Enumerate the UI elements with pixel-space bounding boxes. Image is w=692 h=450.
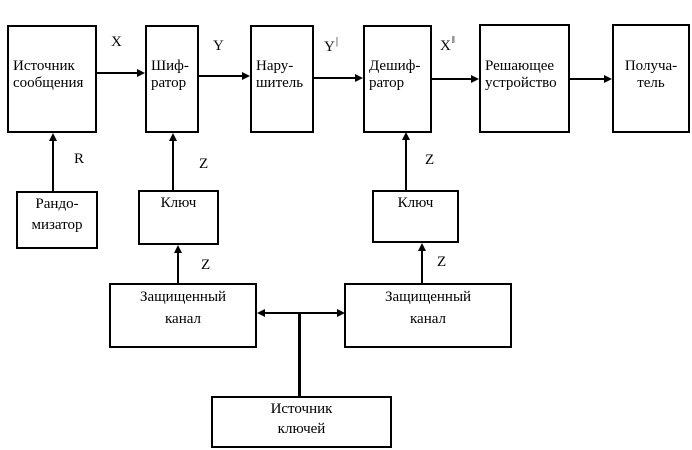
arrowhead-up-icon — [402, 132, 410, 140]
box-randomizer: Рандо- мизатор — [16, 191, 98, 249]
box-encryptor: Шиф- ратор — [145, 25, 199, 133]
box-secure-channel-right-line2: канал — [409, 311, 447, 327]
box-secure-channel-right: Защищенный канал — [344, 283, 512, 348]
box-key-left-line1: Ключ — [160, 195, 197, 211]
box-receiver-line1: Получа- — [624, 57, 678, 74]
box-receiver: Получа- тель — [612, 24, 690, 133]
box-secure-channel-right-line1: Защищенный — [384, 289, 472, 305]
signal-label-z-secure-right: Z — [437, 254, 447, 270]
box-randomizer-line2: мизатор — [31, 217, 83, 233]
box-key-right-line1: Ключ — [397, 195, 434, 211]
box-secure-channel-left-line2: канал — [164, 311, 202, 327]
arrowhead-up-icon — [169, 133, 177, 141]
arrowhead-up-icon — [174, 245, 182, 253]
box-intruder-line1: Нару- — [256, 58, 294, 74]
signal-label-z-secure-left: Z — [201, 257, 211, 273]
arrowhead-left-icon — [257, 309, 265, 317]
box-decision-device: Решающее устройство — [479, 24, 570, 133]
box-intruder-line2: шитель — [256, 75, 304, 91]
arrowhead-right-icon — [337, 309, 345, 317]
box-key-source: Источник ключей — [211, 396, 392, 448]
connector-key-source — [298, 313, 301, 396]
signal-label-x: X — [111, 34, 122, 50]
signal-label-z-encryptor: Z — [199, 156, 209, 172]
box-message-source-line1: Источник — [13, 58, 75, 74]
box-key-source-line2: ключей — [277, 421, 326, 437]
box-secure-channel-left-line1: Защищенный — [139, 289, 227, 305]
box-decryptor-line2: ратор — [369, 75, 405, 91]
box-message-source: Источник сообщения — [7, 25, 97, 133]
box-encryptor-line2: ратор — [151, 75, 187, 91]
arrowhead-right-icon — [137, 69, 145, 77]
arrowhead-up-icon — [418, 243, 426, 251]
box-intruder: Нару- шитель — [250, 25, 314, 133]
arrowhead-right-icon — [242, 72, 250, 80]
box-key-source-line1: Источник — [270, 401, 333, 417]
box-encryptor-line1: Шиф- — [151, 58, 189, 74]
signal-label-x-double-prime: X‖ — [440, 34, 455, 55]
arrowhead-right-icon — [471, 75, 479, 83]
box-randomizer-line1: Рандо- — [35, 196, 79, 212]
signal-label-y: Y — [213, 38, 224, 54]
signal-label-y-prime: Y| — [324, 35, 339, 56]
signal-label-z-decryptor: Z — [425, 152, 435, 168]
signal-label-x-double-prime-sup: ‖ — [451, 34, 455, 46]
box-decision-device-line2: устройство — [485, 74, 557, 91]
box-key-right: Ключ — [372, 190, 459, 243]
arrowhead-up-icon — [49, 133, 57, 141]
arrowhead-right-icon — [604, 75, 612, 83]
box-receiver-line2: тель — [637, 74, 665, 91]
box-key-left: Ключ — [138, 190, 219, 245]
signal-label-y-prime-base: Y — [324, 39, 335, 55]
box-decryptor: Дешиф- ратор — [363, 25, 432, 133]
signal-label-r: R — [74, 151, 85, 167]
box-secure-channel-left: Защищенный канал — [109, 283, 257, 348]
box-decision-device-line1: Решающее — [485, 57, 555, 74]
arrowhead-right-icon — [355, 74, 363, 82]
box-message-source-line2: сообщения — [13, 75, 84, 91]
box-decryptor-line1: Дешиф- — [369, 58, 421, 74]
signal-label-y-prime-sup: | — [335, 35, 339, 47]
signal-label-x-double-prime-base: X — [440, 38, 451, 54]
